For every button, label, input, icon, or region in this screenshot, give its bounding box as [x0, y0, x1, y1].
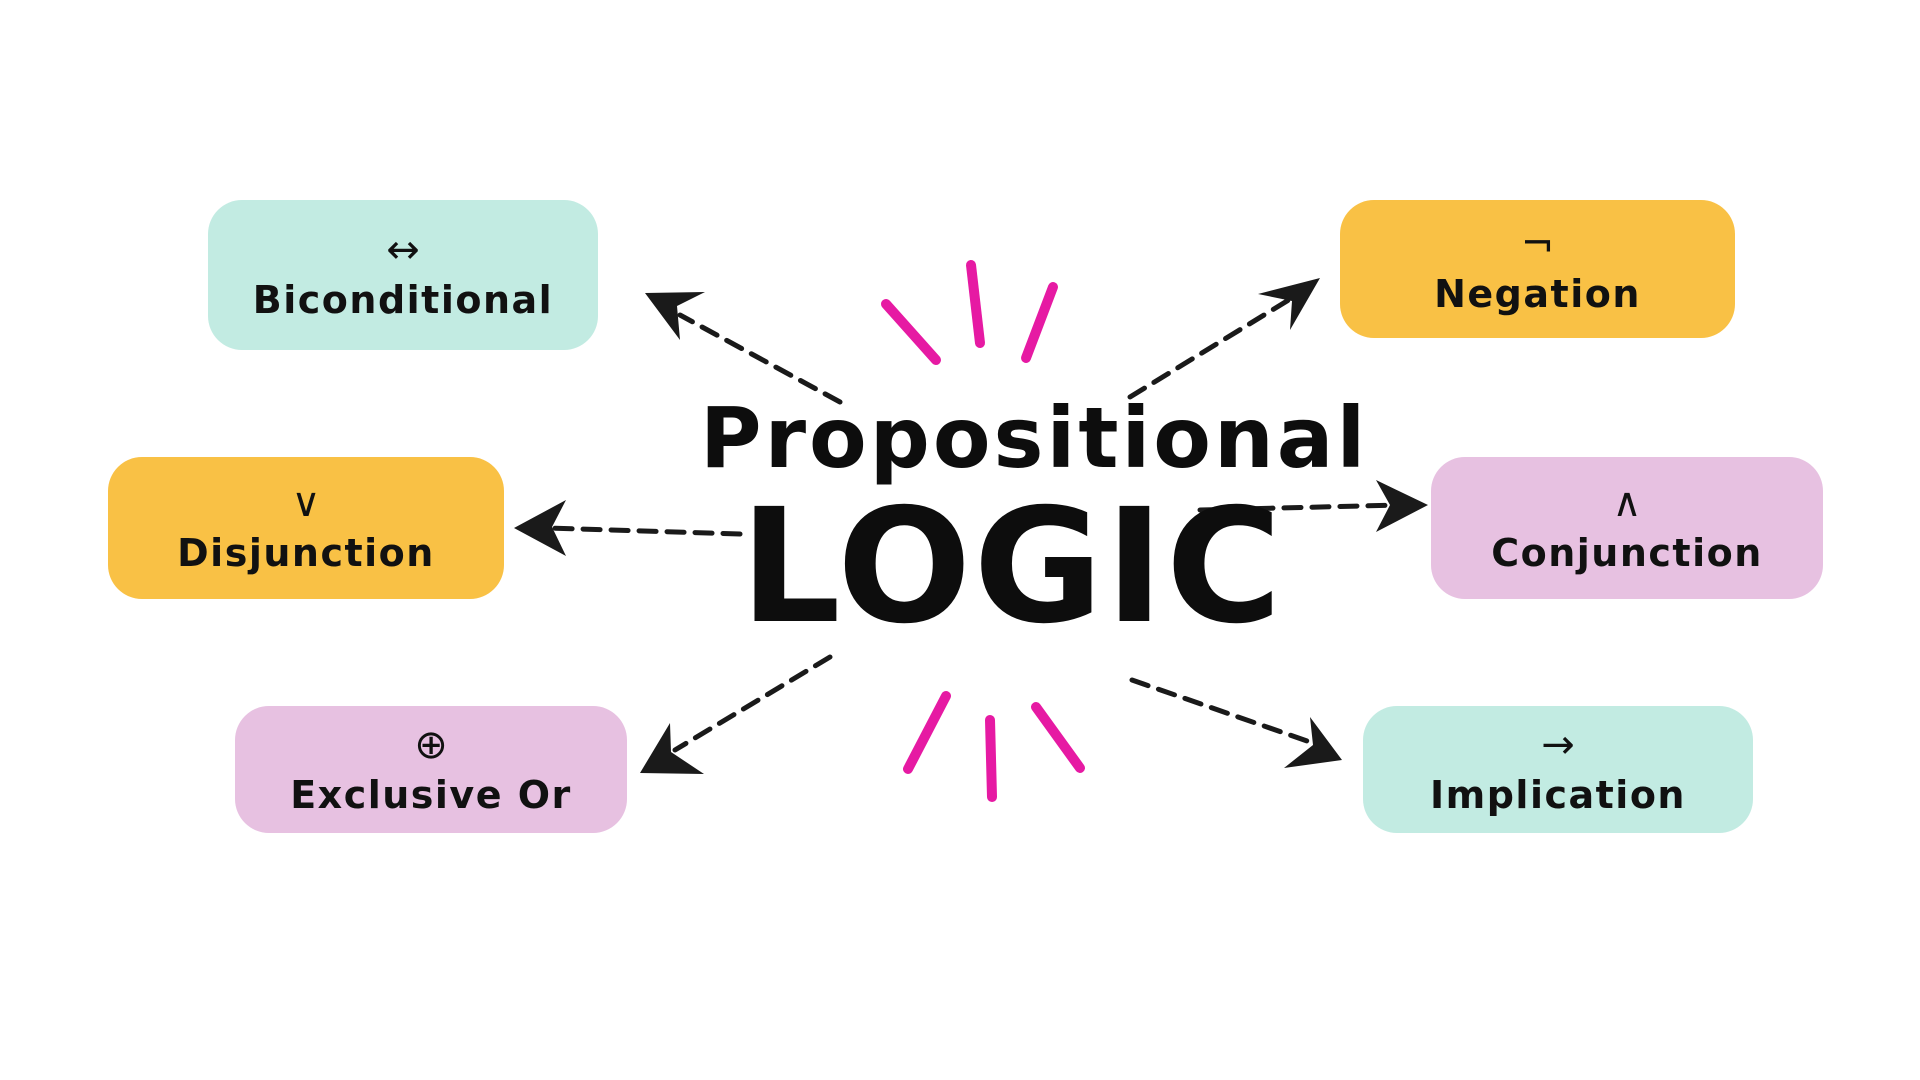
burst-mark-top-center [966, 260, 985, 348]
burst-mark-top-left [881, 299, 941, 365]
node-exclusive-or: ⊕ Exclusive Or [235, 706, 627, 833]
burst-mark-bottom-center [985, 715, 997, 802]
node-negation: ¬ Negation [1340, 200, 1735, 338]
arrowhead-conjunction [1376, 480, 1428, 532]
arrow-to-conjunction [1197, 502, 1403, 513]
disjunction-symbol-icon: ∨ [291, 480, 321, 526]
node-disjunction: ∨ Disjunction [108, 457, 504, 599]
arrowhead-biconditional [645, 292, 705, 340]
negation-symbol-icon: ¬ [1520, 221, 1555, 267]
title-line-2: LOGIC [740, 475, 1284, 659]
node-conjunction: ∧ Conjunction [1431, 457, 1823, 599]
arrow-to-negation [1127, 290, 1303, 400]
implication-label: Implication [1429, 772, 1686, 817]
node-biconditional: ↔ Biconditional [208, 200, 598, 350]
arrowhead-exclusive-or [640, 723, 704, 774]
arrow-to-disjunction [545, 525, 743, 537]
arrowhead-implication [1284, 717, 1342, 768]
arrow-to-biconditional [677, 312, 843, 405]
conjunction-symbol-icon: ∧ [1612, 480, 1642, 526]
exclusive-or-label: Exclusive Or [290, 772, 572, 817]
disjunction-label: Disjunction [177, 531, 435, 575]
arrowhead-disjunction [514, 500, 566, 556]
burst-mark-bottom-right [1031, 702, 1085, 773]
biconditional-label: Biconditional [252, 278, 554, 322]
title-line-1: Propositional [700, 389, 1369, 487]
exclusive-or-symbol-icon: ⊕ [414, 721, 448, 768]
biconditional-symbol-icon: ↔ [386, 227, 420, 273]
negation-label: Negation [1434, 272, 1641, 316]
connectors [545, 290, 1403, 753]
burst-marks [881, 260, 1085, 802]
conjunction-label: Conjunction [1491, 531, 1763, 575]
arrow-to-exclusive-or [672, 654, 833, 753]
burst-mark-top-right [1021, 282, 1058, 363]
arrow-to-implication [1129, 677, 1313, 745]
implication-symbol-icon: → [1541, 721, 1575, 768]
arrowhead-negation [1258, 278, 1320, 330]
arrowheads [514, 278, 1428, 774]
burst-mark-bottom-left [903, 691, 951, 774]
node-implication: → Implication [1363, 706, 1753, 833]
